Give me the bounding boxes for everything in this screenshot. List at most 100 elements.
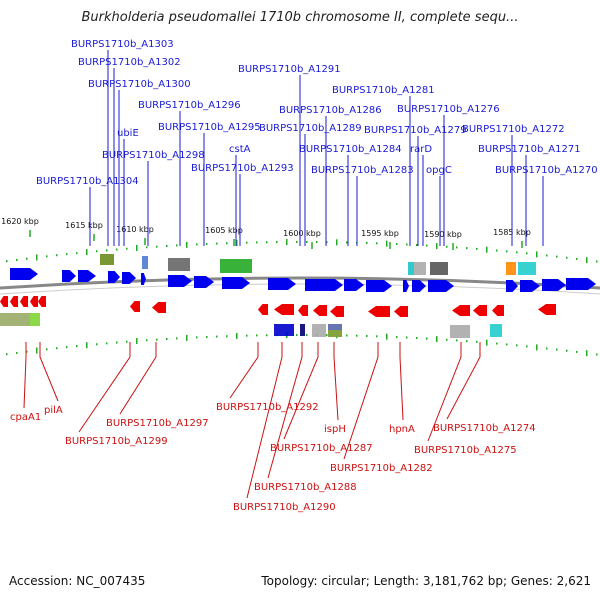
reverse-gene-label: pilA <box>44 405 63 416</box>
tick-dot <box>226 242 228 245</box>
tick-dot <box>516 251 518 254</box>
tick-dot <box>266 334 268 337</box>
reverse-gene <box>152 302 166 313</box>
tick-dot <box>456 339 458 342</box>
reverse-leader-line <box>333 342 339 421</box>
feature-box <box>168 258 190 271</box>
backbone-shadow <box>0 283 600 295</box>
reverse-leader-line <box>267 342 303 479</box>
feature-box <box>312 324 326 337</box>
reverse-gene <box>20 296 28 307</box>
tick-dot <box>446 338 448 341</box>
reverse-gene-label: BURPS1710b_A1288 <box>254 482 357 493</box>
tick-dot <box>296 334 298 337</box>
reverse-gene <box>0 296 8 307</box>
tick-dot <box>306 241 308 244</box>
tick-dot <box>346 334 348 337</box>
tick-dot <box>476 340 478 343</box>
forward-gene-label: BURPS1710b_A1296 <box>138 100 241 111</box>
forward-gene <box>412 280 426 292</box>
forward-gene-label: BURPS1710b_A1304 <box>36 176 139 187</box>
reverse-gene-label: cpaA1 <box>10 412 41 423</box>
tick-dot <box>556 348 558 351</box>
feature-box <box>450 325 470 338</box>
tick-dot <box>106 342 108 345</box>
forward-gene-label: rarD <box>410 144 432 155</box>
scale-tick-label: 1620 kbp <box>1 217 39 226</box>
tick-dot <box>586 350 588 357</box>
tick-dot <box>596 260 598 263</box>
reverse-gene <box>473 305 487 316</box>
tick-dot <box>566 256 568 259</box>
tick-dot <box>316 241 318 244</box>
reverse-leader-line <box>78 342 131 433</box>
tick-dot <box>546 347 548 350</box>
tick-dot <box>136 244 138 251</box>
tick-dot <box>196 243 198 246</box>
tick-dot <box>66 346 68 349</box>
tick-dot <box>96 250 98 253</box>
forward-gene-label: BURPS1710b_A1300 <box>88 79 191 90</box>
tick-dot <box>286 239 288 246</box>
forward-gene-label: BURPS1710b_A1271 <box>478 144 581 155</box>
forward-gene <box>428 280 454 292</box>
forward-gene-label: BURPS1710b_A1270 <box>495 165 598 176</box>
tick-dot <box>26 350 28 353</box>
forward-gene <box>10 268 38 280</box>
tick-dot <box>566 349 568 352</box>
forward-gene-label: BURPS1710b_A1276 <box>397 104 500 115</box>
feature-box <box>430 262 448 275</box>
scale-tick-label: 1590 kbp <box>424 230 462 239</box>
reverse-gene <box>30 296 38 307</box>
reverse-gene-label: BURPS1710b_A1275 <box>414 445 517 456</box>
reverse-gene-label: BURPS1710b_A1274 <box>433 423 536 434</box>
tick-dot <box>36 254 38 261</box>
tick-dot <box>506 250 508 253</box>
forward-gene <box>168 275 192 287</box>
tick-dot <box>486 339 488 346</box>
tick-dot <box>186 241 188 248</box>
tick-dot <box>416 336 418 339</box>
forward-gene-label: BURPS1710b_A1283 <box>311 165 414 176</box>
tick-dot <box>336 239 338 246</box>
reverse-gene-label: ispH <box>324 424 346 435</box>
summary-text: Topology: circular; Length: 3,181,762 bp… <box>261 574 591 588</box>
tick-dot <box>6 353 8 356</box>
reverse-leader-line <box>427 342 462 442</box>
tick-dot <box>196 336 198 339</box>
forward-gene <box>108 271 120 283</box>
tick-dot <box>436 243 438 250</box>
forward-gene <box>366 280 392 292</box>
tick-dot <box>426 244 428 247</box>
reverse-gene <box>313 305 327 316</box>
tick-dot <box>466 340 468 343</box>
tick-dot <box>116 341 118 344</box>
tick-dot <box>26 257 28 260</box>
forward-gene-label: cstA <box>229 144 251 155</box>
tick-dot <box>46 255 48 258</box>
tick-dot <box>56 254 58 257</box>
tick-dot <box>576 257 578 260</box>
forward-gene <box>268 278 296 290</box>
tick-dot <box>556 255 558 258</box>
tick-dot <box>276 241 278 244</box>
feature-box <box>328 330 342 337</box>
tick-dot <box>496 342 498 345</box>
tick-dot <box>16 258 18 261</box>
map-title: Burkholderia pseudomallei 1710b chromoso… <box>81 10 519 25</box>
tick-dot <box>236 239 238 246</box>
reverse-gene <box>38 296 46 307</box>
tick-dot <box>346 241 348 244</box>
forward-gene <box>122 272 136 284</box>
tick-dot <box>466 247 468 250</box>
reverse-gene-label: BURPS1710b_A1290 <box>233 502 336 513</box>
tick-dot <box>236 332 238 339</box>
forward-gene-label: BURPS1710b_A1295 <box>158 122 261 133</box>
tick-dot <box>246 241 248 244</box>
reverse-leader-line <box>119 342 157 415</box>
tick-dot <box>426 337 428 340</box>
forward-gene-label: BURPS1710b_A1302 <box>78 57 181 68</box>
reverse-gene <box>368 306 390 317</box>
tick-dot <box>206 242 208 245</box>
